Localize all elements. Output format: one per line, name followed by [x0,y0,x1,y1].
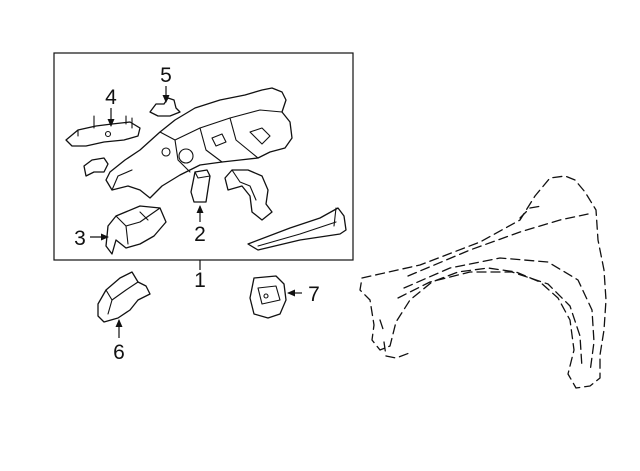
lower-bracket-part-3 [105,205,167,255]
callout-4: 4 [105,86,117,109]
callout-6: 6 [113,341,125,364]
upper-bracket-part-4 [65,115,141,147]
callout-3: 3 [74,227,86,250]
reinforcement-part [224,169,273,221]
callout-7: 7 [308,283,320,306]
plate-part-7 [249,275,287,319]
lower-rail-part [247,207,347,251]
callout-2: 2 [194,223,206,246]
apron-assembly-part [105,87,293,199]
shield-part-6 [97,271,151,323]
callout-5: 5 [160,64,172,87]
assembly-frame [53,52,354,261]
small-cap-part [83,157,109,177]
callout-1: 1 [194,269,206,292]
fender-outline [359,175,607,389]
bracket-part-2 [190,169,211,203]
clip-part-5 [149,97,181,117]
